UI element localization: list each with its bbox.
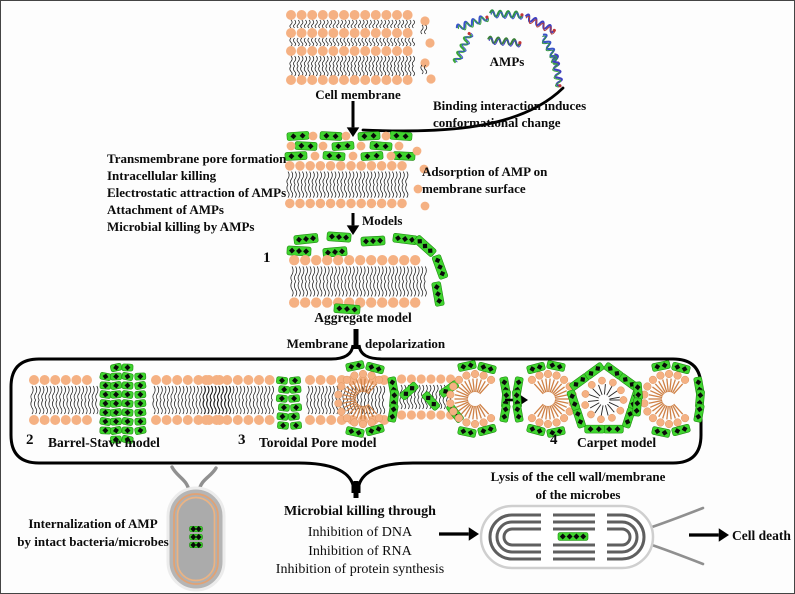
cell-death-arrow bbox=[689, 528, 729, 542]
depolarization-left: Membrane bbox=[286, 336, 348, 351]
amps-label: AMPs bbox=[489, 54, 525, 69]
barrel-stave-graphic bbox=[29, 363, 232, 444]
models-arrow bbox=[346, 213, 360, 235]
carpet-model-graphic bbox=[334, 360, 705, 438]
models-label: Models bbox=[362, 213, 403, 228]
binding-text-line1: Binding interaction induces bbox=[433, 98, 587, 113]
carpet-label: Carpet model bbox=[577, 435, 657, 450]
mechanism-item: Microbial killing by AMPs bbox=[107, 219, 255, 234]
carpet-number: 4 bbox=[550, 432, 558, 448]
amps-graphic bbox=[452, 9, 563, 88]
aggregate-label: Aggregate model bbox=[314, 310, 412, 325]
killing-item: Inhibition of protein synthesis bbox=[275, 562, 445, 577]
binding-text-line2: conformational change bbox=[433, 115, 561, 130]
binding-connector bbox=[346, 86, 565, 137]
toroidal-number: 3 bbox=[238, 432, 246, 448]
amp-helix-icon bbox=[487, 35, 522, 48]
adsorbed-membrane-graphic bbox=[284, 131, 430, 211]
lysed-bacterium-graphic bbox=[479, 504, 705, 570]
adsorption-label-line2: membrane surface bbox=[422, 181, 526, 196]
cell-membrane-label: Cell membrane bbox=[315, 87, 401, 102]
killing-arrow bbox=[439, 527, 479, 541]
mechanism-item: Transmembrane pore formation bbox=[107, 151, 287, 166]
killing-item: Inhibition of RNA bbox=[308, 544, 412, 559]
models-box bbox=[9, 329, 703, 498]
amp-helix-icon bbox=[541, 33, 560, 66]
mechanism-item: Intracellular killing bbox=[107, 168, 217, 183]
barrel-number: 2 bbox=[26, 432, 34, 448]
intact-bacterium-graphic bbox=[166, 465, 226, 592]
killing-title: Microbial killing through bbox=[284, 504, 436, 519]
amp-helix-icon bbox=[452, 31, 474, 64]
killing-item: Inhibition of DNA bbox=[307, 525, 413, 540]
mechanism-item: Electrostatic attraction of AMPs bbox=[107, 185, 287, 200]
internalization-line2: by intact bacteria/microbes bbox=[17, 534, 169, 549]
internalization-line1: Internalization of AMP bbox=[28, 516, 158, 531]
barrel-label: Barrel-Stave model bbox=[48, 435, 160, 450]
amp-helix-icon bbox=[489, 9, 524, 20]
mechanism-item: Attachment of AMPs bbox=[107, 202, 224, 217]
cell-death-label: Cell death bbox=[732, 528, 791, 543]
toroidal-label: Toroidal Pore model bbox=[259, 435, 377, 450]
lysis-line1: Lysis of the cell wall/membrane bbox=[490, 469, 666, 484]
amp-helix-icon bbox=[455, 15, 489, 31]
amp-helix-icon bbox=[550, 53, 563, 88]
aggregate-model-graphic bbox=[286, 231, 449, 315]
aggregate-number: 1 bbox=[263, 250, 271, 266]
depolarization-right: depolarization bbox=[365, 336, 446, 351]
amp-helix-icon bbox=[524, 13, 556, 35]
cell-membrane-graphic bbox=[286, 10, 436, 85]
lysis-line2: of the microbes bbox=[535, 487, 621, 502]
adsorption-label-line1: Adsorption of AMP on bbox=[422, 164, 548, 179]
